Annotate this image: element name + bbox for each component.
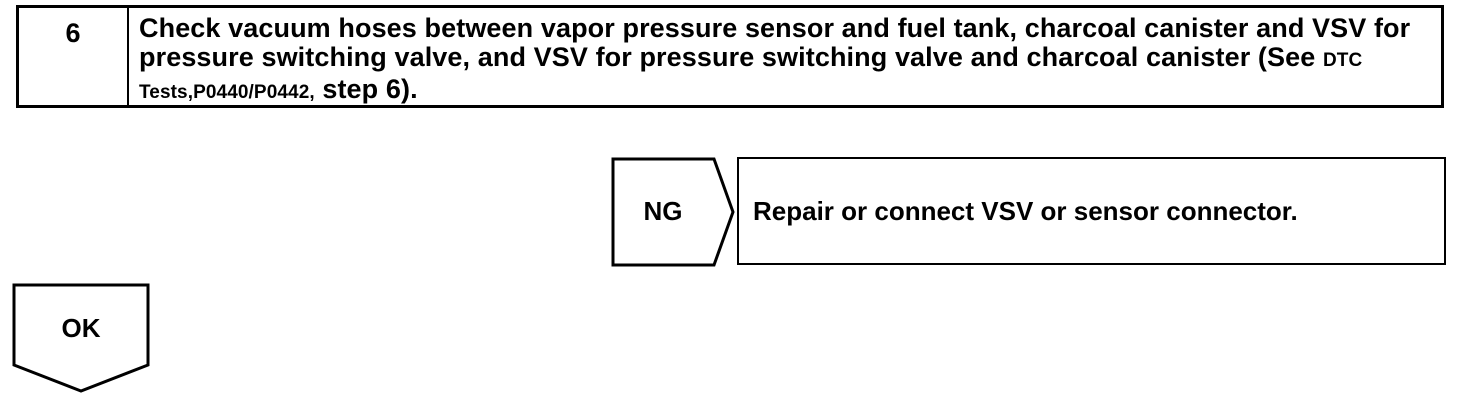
step-number: 6 [19, 8, 129, 105]
step-instruction: Check vacuum hoses between vapor pressur… [129, 8, 1441, 105]
step-instruction-end: step 6). [314, 74, 418, 104]
ok-arrow-shape [12, 283, 150, 393]
ng-label: NG [643, 196, 683, 226]
ng-result-text: Repair or connect VSV or sensor connecto… [753, 195, 1298, 226]
ng-result-box: Repair or connect VSV or sensor connecto… [737, 157, 1446, 265]
dtc-reference-link[interactable]: DTC Tests,P0440/P0442, [139, 50, 1363, 103]
ok-branch-arrow: OK [12, 283, 152, 395]
step-box: 6 Check vacuum hoses between vapor press… [16, 5, 1444, 108]
ng-branch-arrow: NG [611, 157, 735, 267]
step-instruction-main: Check vacuum hoses between vapor pressur… [139, 13, 1411, 72]
ng-arrow-shape [611, 157, 735, 267]
ok-label: OK [61, 313, 101, 343]
